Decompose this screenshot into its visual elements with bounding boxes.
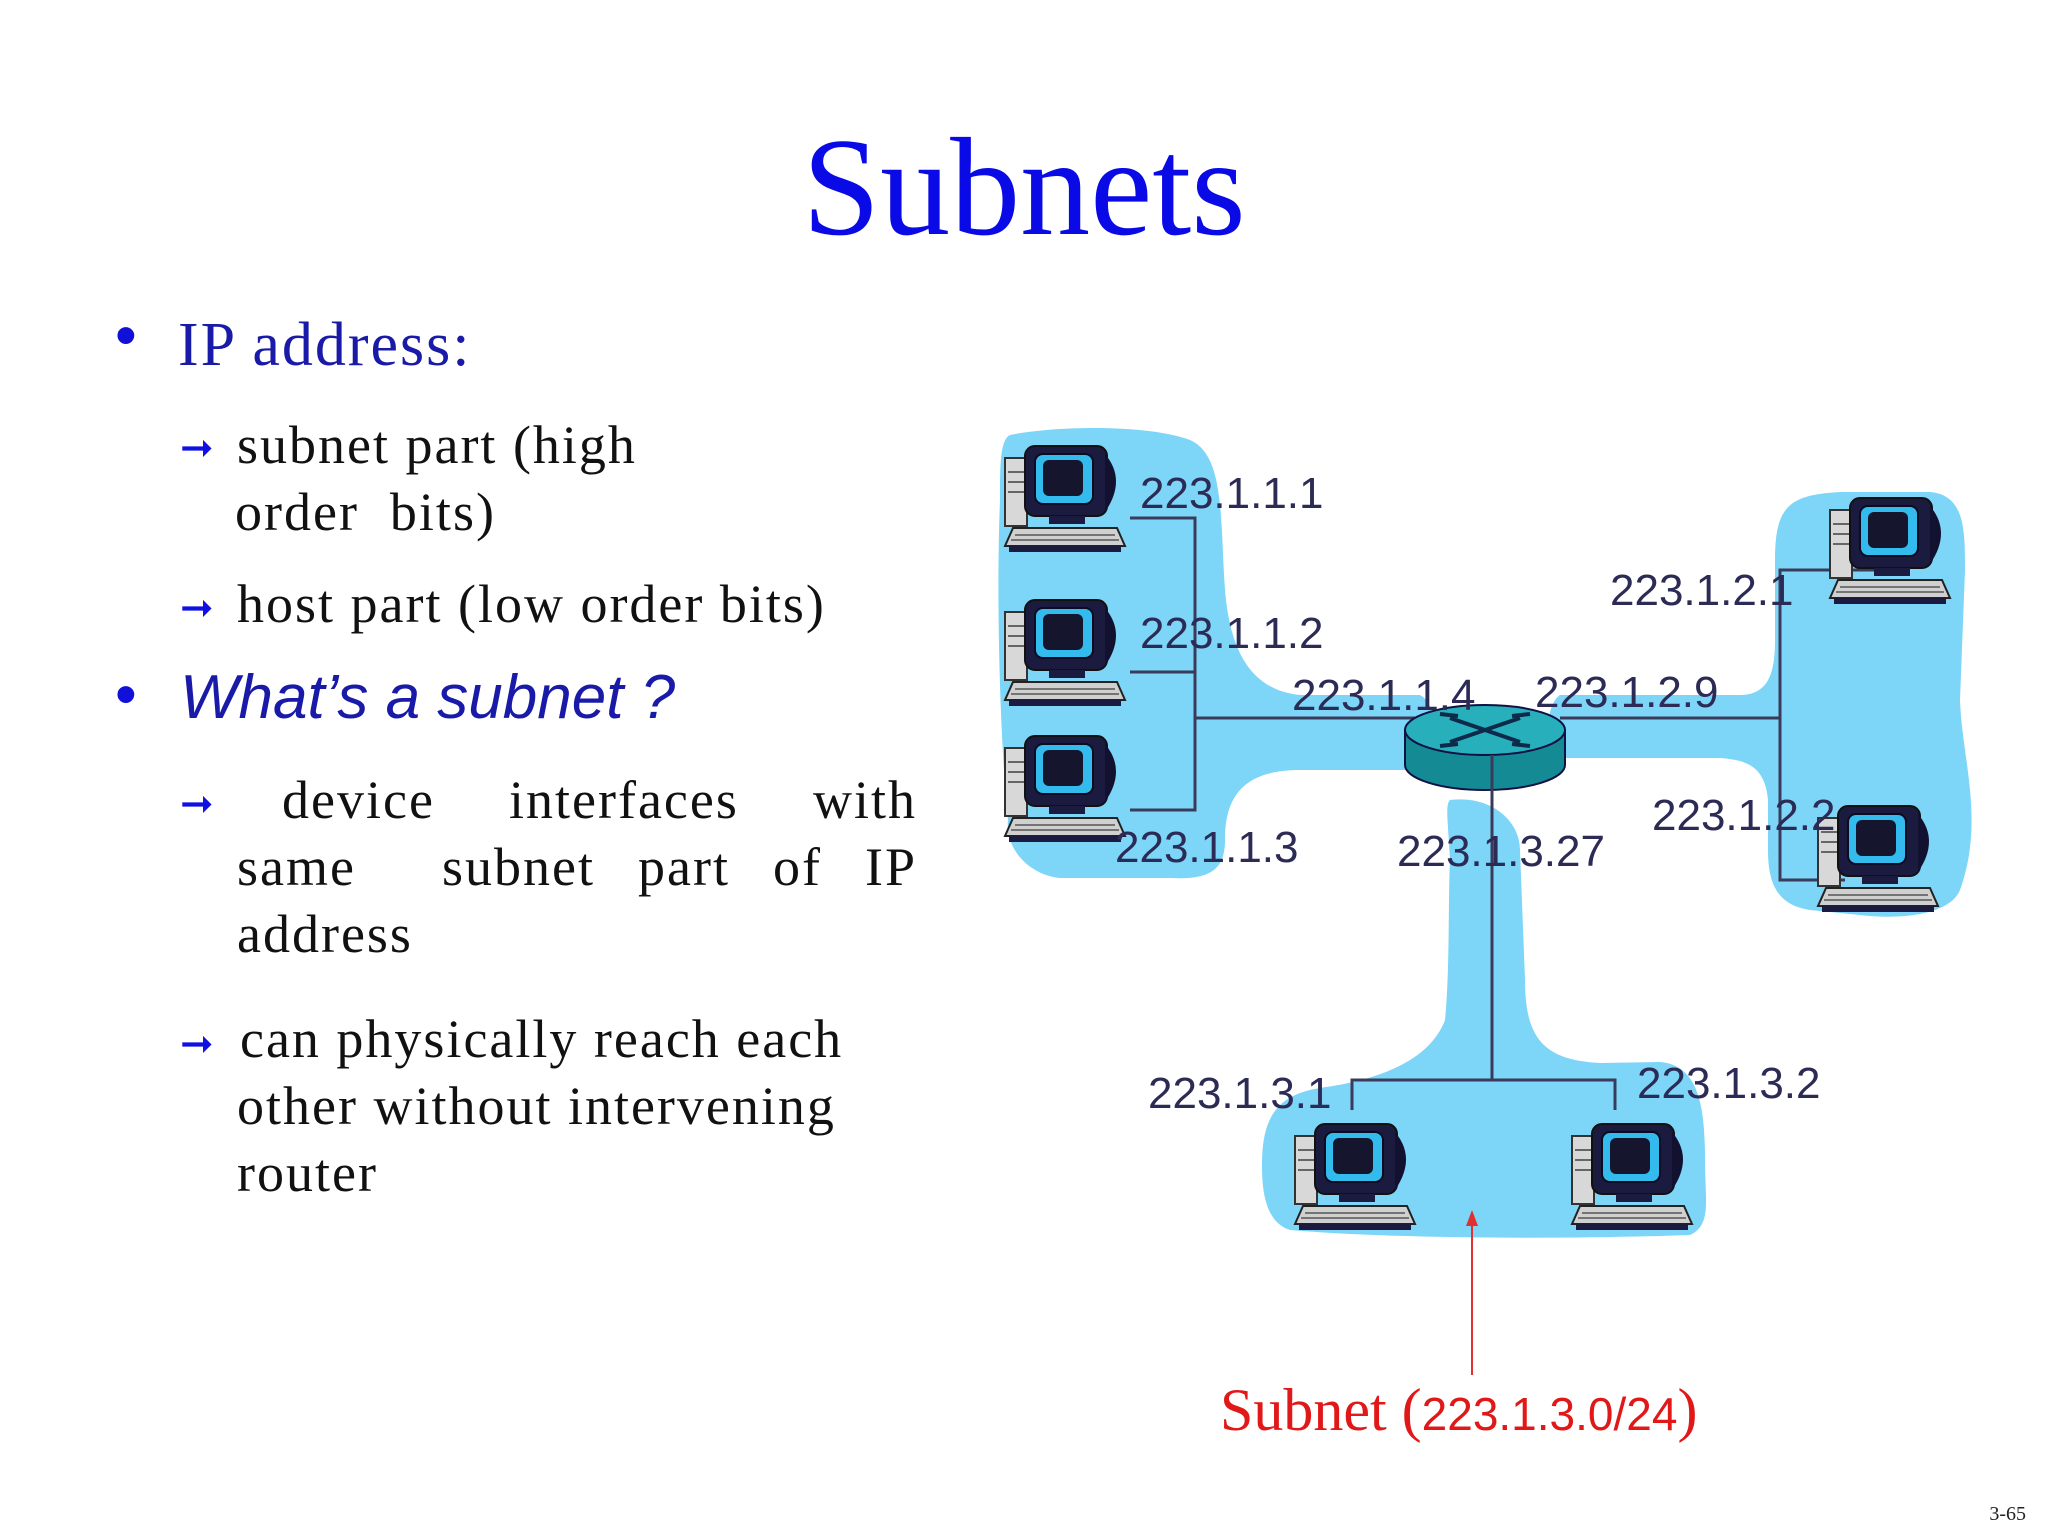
- arrow-icon: ➞: [180, 782, 214, 826]
- line: device interfaces with: [282, 770, 917, 830]
- line: can physically reach each: [240, 1009, 844, 1069]
- ip-label: 223.1.1.4: [1292, 671, 1476, 720]
- subnet-caption: Subnet (223.1.3.0/24): [1220, 1377, 1697, 1443]
- line: other without intervening: [237, 1076, 836, 1136]
- caption-close: ): [1677, 1377, 1697, 1443]
- line: host part (low order bits): [237, 574, 826, 634]
- bullet-ip-address: IP address:: [178, 311, 472, 379]
- arrow-icon: ➞: [180, 426, 214, 470]
- ip-label: 223.1.3.1: [1148, 1069, 1332, 1118]
- arrow-icon: ➞: [180, 1022, 214, 1066]
- physically-reach-text: can physically reach each other without …: [237, 1006, 917, 1207]
- arrow-icon: ➞: [180, 586, 214, 630]
- bullet-dot: •: [115, 660, 137, 729]
- ip-label: 223.1.3.2: [1637, 1059, 1821, 1108]
- host-computer-icon: [1004, 445, 1126, 553]
- router-icon: [1404, 704, 1566, 795]
- ip-label: 223.1.2.1: [1610, 566, 1794, 615]
- subnet-part-text: subnet part (high order bits): [235, 412, 757, 546]
- bullet-dot: •: [115, 301, 137, 370]
- ip-label: 223.1.1.3: [1115, 823, 1299, 872]
- host-computer-icon: [1571, 1123, 1693, 1231]
- page-title: Subnets: [802, 110, 1246, 265]
- ip-label: 223.1.2.9: [1535, 668, 1719, 717]
- page-number: 3-65: [1989, 1503, 2026, 1525]
- line: router: [237, 1143, 378, 1203]
- ip-label: 223.1.2.2: [1652, 791, 1836, 840]
- device-interfaces-text: device interfaces with same subnet part …: [237, 767, 917, 968]
- line: address: [237, 904, 413, 964]
- host-part-text: host part (low order bits): [237, 571, 877, 638]
- host-computer-icon: [1294, 1123, 1416, 1231]
- bullet-whats-a-subnet: What’s a subnet ?: [180, 663, 676, 732]
- line: same subnet part of IP: [237, 837, 917, 897]
- host-computer-icon: [1817, 805, 1939, 913]
- host-computer-icon: [1004, 735, 1126, 843]
- caption-word: Subnet (: [1220, 1377, 1422, 1443]
- arrowhead-icon: [1466, 1210, 1478, 1226]
- ip-label: 223.1.3.27: [1397, 827, 1605, 876]
- line: subnet part (high: [237, 415, 637, 475]
- ip-label: 223.1.1.1: [1140, 469, 1324, 518]
- host-computer-icon: [1829, 497, 1951, 605]
- ip-label: 223.1.1.2: [1140, 609, 1324, 658]
- caption-address: 223.1.3.0/24: [1422, 1388, 1678, 1440]
- line: order bits): [235, 482, 496, 542]
- host-computer-icon: [1004, 599, 1126, 707]
